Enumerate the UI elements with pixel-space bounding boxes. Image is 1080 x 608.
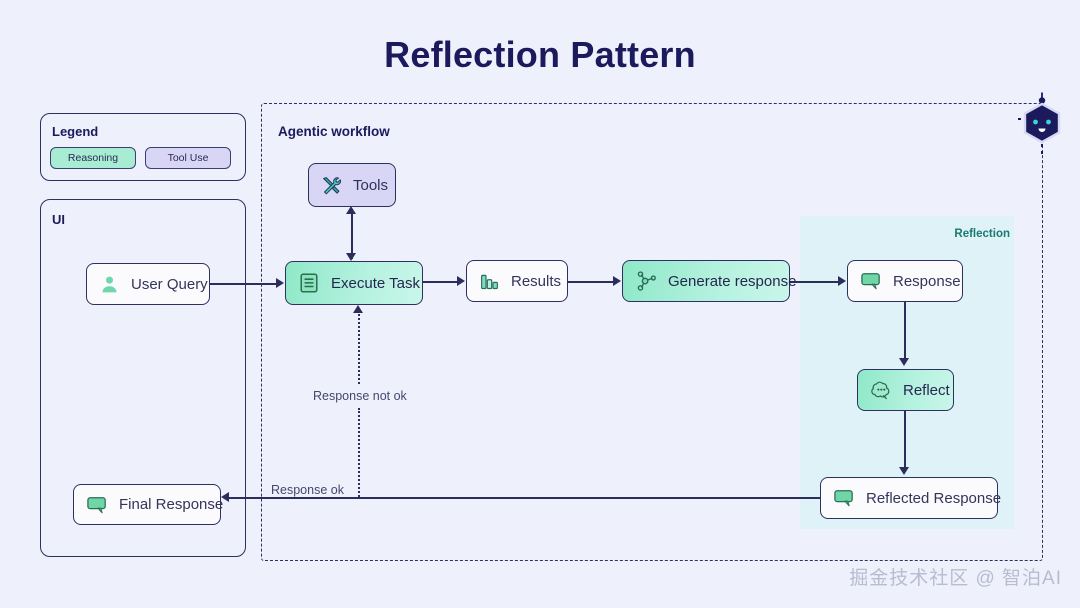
edge-arrow-execute-retry [353, 305, 363, 313]
agentic-workflow-label: Agentic workflow [278, 124, 390, 139]
watermark: 掘金技术社区 @ 智泊AI [849, 568, 1062, 589]
node-tools[interactable]: Tools [308, 163, 396, 207]
edge-arrow-generate-in [613, 275, 621, 286]
node-results[interactable]: Results [466, 260, 568, 302]
edge-arrow-execute-from-tools [346, 253, 356, 261]
node-tools-label: Tools [353, 176, 389, 194]
agentic-workflow-region [261, 103, 1043, 561]
edge-arrow-reflect-in [899, 358, 909, 366]
edge-arrow-reflected-in [899, 467, 909, 475]
speech-bubble-icon [833, 488, 855, 508]
speech-bubble-icon [86, 495, 108, 515]
legend-panel [40, 113, 246, 181]
node-response-label: Response [893, 272, 961, 290]
edge-arrow-response-in [838, 275, 846, 286]
node-reflect[interactable]: Reflect [857, 369, 954, 411]
edge-label-response-not-ok: Response not ok [313, 389, 407, 403]
bar-chart-icon [479, 271, 500, 292]
legend-chip-reasoning-label: Reasoning [67, 152, 119, 164]
edge-arrow-tools-in [346, 206, 356, 214]
node-generate-response[interactable]: Generate response [622, 260, 796, 302]
edge-response-to-reflect [904, 302, 906, 359]
legend-title: Legend [52, 124, 99, 139]
edge-response-not-ok-line [358, 314, 360, 384]
legend-chip-reasoning: Reasoning [50, 147, 136, 169]
user-icon [99, 274, 120, 295]
legend-chip-tool-use-label: Tool Use [167, 152, 209, 164]
robot-hexagon-icon [1018, 92, 1066, 163]
edge-reflected-to-final [229, 497, 821, 499]
list-icon [298, 272, 320, 294]
edge-response-not-ok-line-lower [358, 408, 360, 497]
tools-icon [321, 175, 342, 196]
legend-chip-tool-use: Tool Use [145, 147, 231, 169]
node-final-response[interactable]: Final Response [73, 484, 224, 525]
ui-panel-label: UI [52, 212, 65, 227]
node-generate-response-label: Generate response [668, 272, 797, 290]
node-user-query-label: User Query [131, 275, 208, 293]
edge-arrow-results-in [457, 275, 465, 286]
thought-bubble-icon [870, 380, 892, 401]
edge-execute-tools [351, 212, 353, 259]
edge-execute-to-results [423, 281, 458, 283]
node-execute-task-label: Execute Task [331, 274, 420, 292]
page-title: Reflection Pattern [384, 34, 696, 75]
node-reflected-response[interactable]: Reflected Response [820, 477, 1002, 519]
ui-panel [40, 199, 246, 557]
node-execute-task[interactable]: Execute Task [285, 261, 423, 305]
edge-results-to-generate [568, 281, 614, 283]
edge-user-query-to-execute [210, 283, 277, 285]
speech-bubble-icon [860, 271, 882, 291]
edge-label-response-ok: Response ok [271, 483, 344, 497]
node-reflect-label: Reflect [903, 381, 950, 399]
reflection-region-label: Reflection [954, 228, 1010, 240]
edge-generate-to-response [790, 281, 839, 283]
node-final-response-label: Final Response [119, 496, 224, 513]
node-user-query[interactable]: User Query [86, 263, 210, 305]
edge-reflect-to-reflected [904, 411, 906, 468]
node-results-label: Results [511, 272, 562, 290]
node-reflected-response-label: Reflected Response [866, 489, 1002, 507]
node-response[interactable]: Response [847, 260, 963, 302]
edge-arrow-final-in [221, 491, 229, 502]
edge-arrow-execute-in [276, 277, 284, 288]
node-graph-icon [635, 270, 657, 292]
